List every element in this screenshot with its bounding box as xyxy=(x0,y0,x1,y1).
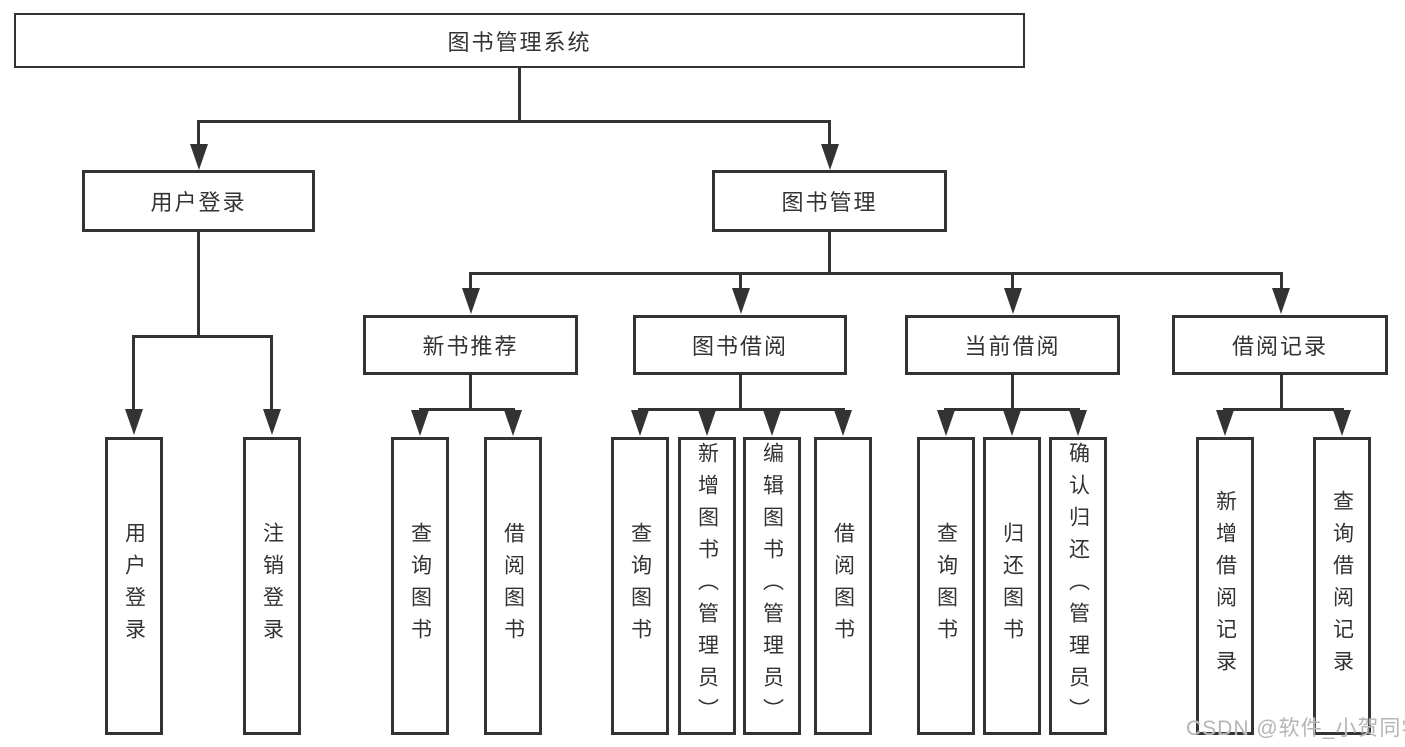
leaf-user-login: 用户登录 xyxy=(105,437,163,735)
arrow-head xyxy=(504,410,522,436)
leaf-logout-label: 注销登录 xyxy=(260,522,284,650)
arrow-head xyxy=(190,144,208,170)
leaf-query-books-current-label: 查询图书 xyxy=(934,522,958,650)
leaf-return-books: 归还图书 xyxy=(983,437,1041,735)
edge-line xyxy=(132,335,273,338)
arrow-head xyxy=(698,410,716,436)
leaf-add-borrow-record: 新增借阅记录 xyxy=(1196,437,1254,735)
edge-line xyxy=(132,335,135,411)
leaf-query-books-borrowing: 查询图书 xyxy=(611,437,669,735)
node-root-label: 图书管理系统 xyxy=(447,29,592,55)
edge-line xyxy=(197,120,831,123)
leaf-query-books-borrowing-label: 查询图书 xyxy=(628,522,652,650)
arrow-head xyxy=(462,288,480,314)
leaf-edit-book-admin-label: 编辑图书（管理员） xyxy=(760,442,784,730)
arrow-head xyxy=(1333,410,1351,436)
edge-line xyxy=(197,232,200,335)
edge-line xyxy=(469,375,472,408)
edge-line xyxy=(828,232,831,272)
node-user-login-label: 用户登录 xyxy=(150,190,247,215)
edge-line xyxy=(1011,375,1014,408)
edge-line xyxy=(638,408,845,411)
edge-line xyxy=(469,272,472,290)
edge-line xyxy=(739,375,742,408)
leaf-query-borrow-record-label: 查询借阅记录 xyxy=(1330,490,1354,682)
edge-line xyxy=(419,408,515,411)
edge-line xyxy=(1223,408,1344,411)
edge-line xyxy=(197,120,200,148)
arrow-head xyxy=(125,409,143,435)
edge-line xyxy=(944,408,1080,411)
leaf-borrow-books-borrowing-label: 借阅图书 xyxy=(831,522,855,650)
leaf-add-book-admin: 新增图书（管理员） xyxy=(678,437,736,735)
leaf-query-borrow-record: 查询借阅记录 xyxy=(1313,437,1371,735)
edge-line xyxy=(469,272,1283,275)
node-book-borrowing-label: 图书借阅 xyxy=(691,334,788,359)
arrow-head xyxy=(1216,410,1234,436)
leaf-logout: 注销登录 xyxy=(243,437,301,735)
edge-line xyxy=(518,68,521,120)
arrow-head xyxy=(834,410,852,436)
arrow-head xyxy=(763,410,781,436)
node-book-management: 图书管理 xyxy=(712,170,947,232)
node-borrowing-records-label: 借阅记录 xyxy=(1231,334,1328,359)
leaf-query-books-current: 查询图书 xyxy=(917,437,975,735)
arrow-head xyxy=(263,409,281,435)
node-current-borrowing-label: 当前借阅 xyxy=(964,334,1061,359)
node-new-book-recommendation: 新书推荐 xyxy=(363,315,578,375)
node-book-management-label: 图书管理 xyxy=(781,190,878,215)
node-book-borrowing: 图书借阅 xyxy=(633,315,847,375)
leaf-confirm-return-admin: 确认归还（管理员） xyxy=(1049,437,1107,735)
arrow-head xyxy=(631,410,649,436)
arrow-head xyxy=(821,144,839,170)
edge-line xyxy=(1011,272,1014,290)
leaf-edit-book-admin: 编辑图书（管理员） xyxy=(743,437,801,735)
arrow-head xyxy=(732,288,750,314)
leaf-user-login-label: 用户登录 xyxy=(122,522,146,650)
leaf-query-books-recommend-label: 查询图书 xyxy=(408,522,432,650)
arrow-head xyxy=(1004,288,1022,314)
leaf-add-book-admin-label: 新增图书（管理员） xyxy=(695,442,719,730)
leaf-return-books-label: 归还图书 xyxy=(1000,522,1024,650)
edge-line xyxy=(270,335,273,411)
arrow-head xyxy=(1069,410,1087,436)
node-root: 图书管理系统 xyxy=(14,13,1025,68)
watermark: CSDN @软件_小贺同学 xyxy=(1186,717,1405,740)
arrow-head xyxy=(411,410,429,436)
leaf-borrow-books-recommend-label: 借阅图书 xyxy=(501,522,525,650)
edge-line xyxy=(739,272,742,290)
leaf-borrow-books-borrowing: 借阅图书 xyxy=(814,437,872,735)
leaf-query-books-recommend: 查询图书 xyxy=(391,437,449,735)
edge-line xyxy=(828,120,831,148)
edge-line xyxy=(1280,272,1283,290)
node-user-login: 用户登录 xyxy=(82,170,315,232)
arrow-head xyxy=(937,410,955,436)
leaf-borrow-books-recommend: 借阅图书 xyxy=(484,437,542,735)
node-borrowing-records: 借阅记录 xyxy=(1172,315,1388,375)
leaf-add-borrow-record-label: 新增借阅记录 xyxy=(1213,490,1237,682)
edge-line xyxy=(1280,375,1283,408)
node-current-borrowing: 当前借阅 xyxy=(905,315,1120,375)
node-new-book-recommendation-label: 新书推荐 xyxy=(422,334,519,359)
leaf-confirm-return-admin-label: 确认归还（管理员） xyxy=(1066,442,1090,730)
arrow-head xyxy=(1003,410,1021,436)
arrow-head xyxy=(1272,288,1290,314)
